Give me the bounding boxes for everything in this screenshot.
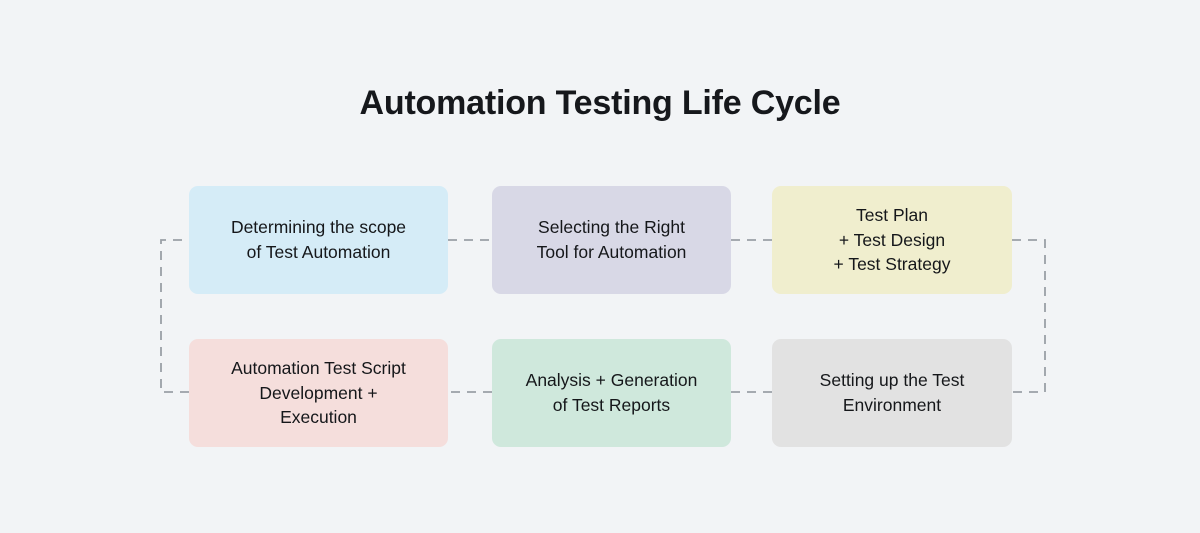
stage-box-analysis-reports[interactable]: Analysis + Generation of Test Reports [492, 339, 731, 447]
connector-stage3-stage4 [1012, 239, 1046, 393]
stage-box-selecting-tool[interactable]: Selecting the Right Tool for Automation [492, 186, 731, 294]
stage-box-script-development[interactable]: Automation Test Script Development + Exe… [189, 339, 448, 447]
stage-label: Setting up the Test Environment [819, 370, 965, 415]
stage-label: Test Plan + Test Design + Test Strategy [833, 204, 951, 275]
stage-box-test-environment[interactable]: Setting up the Test Environment [772, 339, 1012, 447]
stage-box-determining-scope[interactable]: Determining the scope of Test Automation [189, 186, 448, 294]
stage-box-test-plan[interactable]: Test Plan + Test Design + Test Strategy [772, 186, 1012, 294]
connector-stage6-stage1 [160, 239, 189, 393]
stage-label: Selecting the Right Tool for Automation [536, 217, 687, 262]
stage-label: Determining the scope of Test Automation [230, 217, 407, 262]
stage-label: Automation Test Script Development + Exe… [231, 357, 406, 428]
page-title: Automation Testing Life Cycle [359, 84, 841, 122]
stage-label: Analysis + Generation of Test Reports [525, 370, 698, 415]
